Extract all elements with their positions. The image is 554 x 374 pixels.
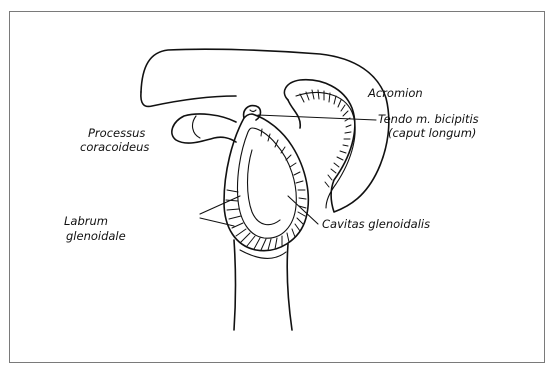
label-cavitas: Cavitas glenoidalis xyxy=(322,217,430,231)
label-tendon-line1: Tendo m. bicipitis xyxy=(378,112,479,126)
label-labrum-line2: glenoidale xyxy=(66,229,126,243)
leader-labrum-upper xyxy=(200,196,240,214)
coracoid-process xyxy=(172,114,236,143)
label-acromion: Acromion xyxy=(367,86,423,100)
label-coracoid-line1: Processus xyxy=(88,126,145,140)
label-labrum-line1: Labrum xyxy=(64,214,108,228)
biceps-tendon-knob xyxy=(244,106,261,120)
label-tendon-line2: (caput longum) xyxy=(388,126,476,140)
scapula-outline xyxy=(141,49,389,212)
labrum-glenoidale xyxy=(224,114,308,251)
leader-tendon xyxy=(258,115,376,120)
label-coracoid-line2: coracoideus xyxy=(80,140,149,154)
humerus-shaft xyxy=(234,240,292,330)
cavitas-surface xyxy=(248,150,281,225)
